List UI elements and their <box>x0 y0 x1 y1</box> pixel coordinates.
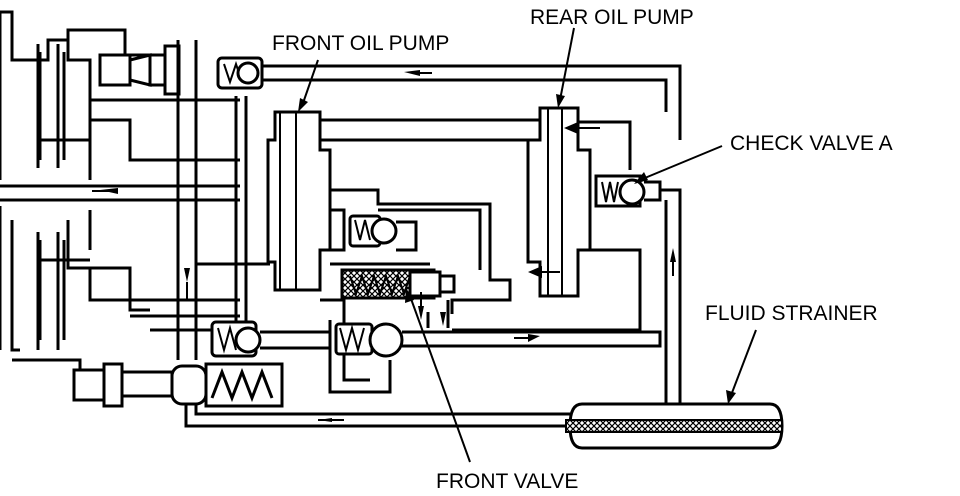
check-valve-a-label: CHECK VALVE A <box>730 132 893 155</box>
fluid-strainer <box>565 402 784 450</box>
top-fitting <box>98 44 181 96</box>
left-passages <box>130 40 270 360</box>
check-valve-a <box>594 174 682 398</box>
bottom-plug <box>72 362 174 408</box>
transmission-housing <box>0 10 240 380</box>
front-oil-pump <box>266 110 540 292</box>
front-valve <box>340 268 456 328</box>
front-oil-pump-label: FRONT OIL PUMP <box>272 32 449 55</box>
rear-oil-pump-label: REAR OIL PUMP <box>530 6 694 29</box>
center-valve-body <box>320 188 512 394</box>
leader-arrows <box>298 27 757 463</box>
lower-check-valve <box>334 322 662 358</box>
fluid-strainer-label: FLUID STRAINER <box>705 302 878 325</box>
top-left-check-valve <box>216 56 682 140</box>
lower-left-check-valve <box>210 320 330 358</box>
rear-oil-pump <box>452 106 642 332</box>
front-valve-label: FRONT VALVE <box>436 470 578 493</box>
